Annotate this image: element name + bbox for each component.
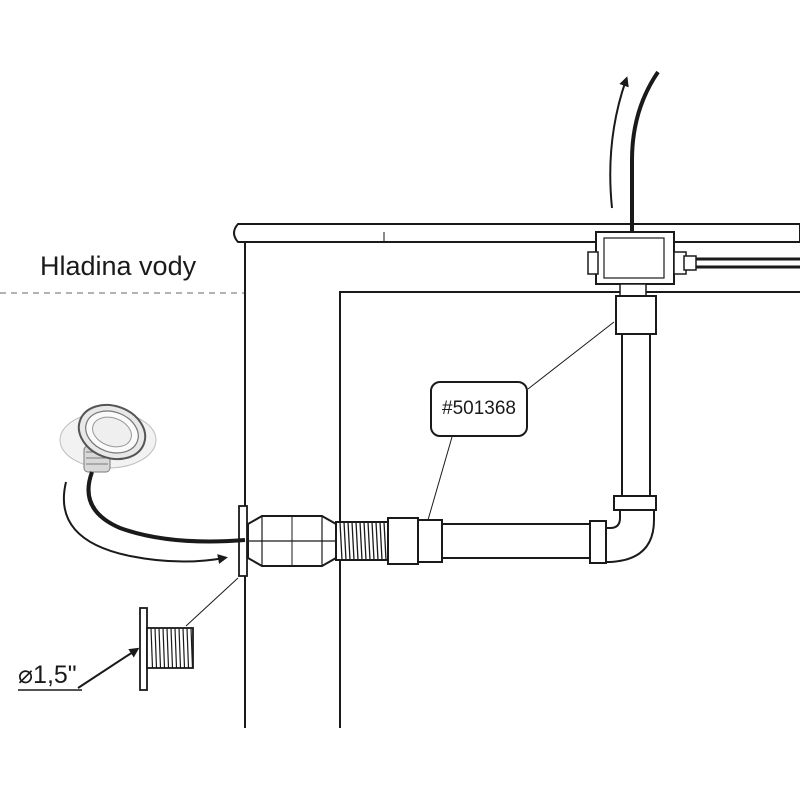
tub-rim [233, 223, 800, 243]
horizontal-pipe [387, 517, 607, 565]
leader-line-part-top [527, 321, 615, 390]
air-flow-up-arrow-icon [609, 76, 629, 209]
air-tube-button [86, 471, 246, 544]
threaded-section [335, 521, 389, 561]
threaded-fitting-icon [139, 607, 194, 691]
leader-line-fitting [185, 577, 239, 627]
part-number-label: #501368 [430, 381, 528, 437]
air-button-icon [59, 403, 157, 473]
insert-arrow-icon [62, 481, 228, 564]
air-pump-connector [587, 231, 800, 297]
diameter-label: ⌀1,5" [18, 661, 77, 689]
leader-line-part-bottom [427, 436, 453, 521]
water-level-label: Hladina vody [40, 251, 197, 281]
diameter-pointer [77, 647, 140, 689]
vertical-pipe [613, 295, 657, 511]
tub-wall-inner [339, 291, 800, 728]
pipe-elbow [603, 509, 655, 563]
air-tube-up [630, 70, 660, 232]
coupling-nut [247, 515, 337, 567]
